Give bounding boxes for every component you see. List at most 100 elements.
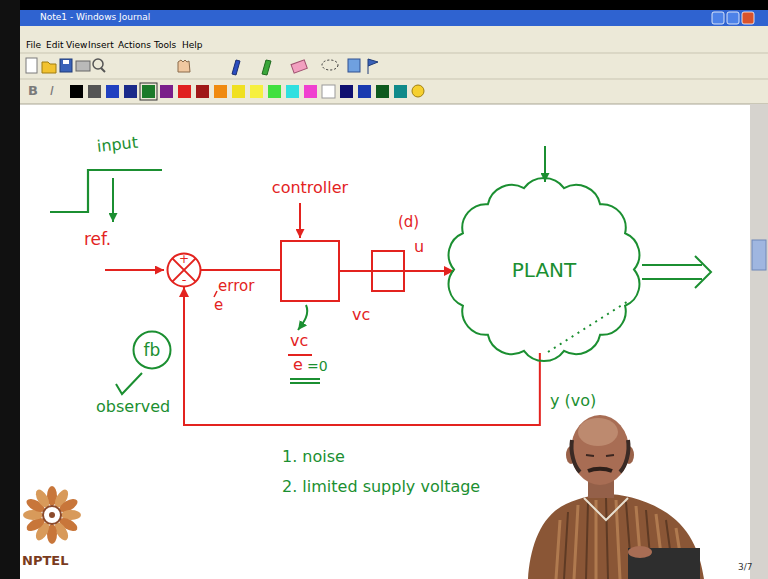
color-palette [412, 85, 424, 97]
lecturer-figure [628, 546, 652, 558]
step-input [50, 170, 162, 212]
controller-pointer [299, 203, 301, 238]
controller-pointer [298, 305, 307, 330]
color-palette [178, 85, 191, 98]
window-chrome [20, 79, 768, 80]
lecturer-figure [584, 498, 628, 520]
note-item: 2. limited supply voltage [282, 478, 480, 496]
controller-pointer [290, 382, 320, 384]
window-chrome [0, 0, 20, 579]
toolbar-icons [26, 58, 37, 73]
lecturer-figure [586, 455, 614, 456]
format-button: I [50, 84, 54, 99]
signal-name: vc [352, 306, 370, 324]
color-palette [106, 85, 119, 98]
window-chrome [752, 240, 766, 270]
controller-box-outline [281, 241, 339, 301]
lecturer-figure [571, 440, 628, 472]
window-chrome [20, 10, 768, 104]
color-palette [70, 83, 424, 100]
equation-value: =0 [307, 358, 328, 374]
logo-text: NPTEL [22, 554, 68, 569]
feedback-circle-outline [134, 332, 171, 369]
window-chrome [750, 104, 768, 579]
color-palette [124, 85, 137, 98]
color-palette [232, 85, 245, 98]
lecturer-figure [571, 415, 629, 485]
toolbar-icons [322, 60, 338, 70]
menu-item: Insert [88, 40, 114, 50]
feedback-circle: fb [132, 330, 172, 370]
signal-connector [340, 270, 454, 272]
controller-pointer [214, 203, 320, 383]
lecturer-figure [588, 469, 612, 471]
controller-box: controller [280, 240, 340, 302]
toolbar-icons [178, 60, 190, 72]
color-palette [268, 85, 281, 98]
toolbar-icons [101, 68, 105, 72]
lecturer-figure [528, 415, 704, 579]
plant-signals [642, 264, 702, 266]
menu-item: Help [182, 40, 203, 50]
plant-signals [695, 256, 711, 288]
toolbar-icons [348, 59, 360, 72]
toolbar-icons [76, 61, 90, 71]
nptel-logo [23, 486, 81, 544]
summing-junction-outline [168, 254, 201, 287]
signal-name: (d) [398, 214, 419, 231]
signal-label: input [96, 134, 139, 157]
color-palette [322, 85, 335, 98]
window-chrome [712, 12, 724, 24]
window-chrome [20, 53, 768, 54]
toolbar-icons [262, 60, 271, 75]
step-input [112, 178, 114, 222]
step-input [105, 269, 164, 271]
summing-junction: +- [166, 252, 202, 288]
menu-item: View [66, 40, 87, 50]
plant-signals [548, 300, 630, 352]
lecturer-figure [528, 494, 704, 579]
plant-signals [116, 146, 711, 394]
toolbar-icons [60, 59, 72, 72]
signal-name: y (vo) [550, 392, 596, 410]
toolbar-icons [291, 60, 307, 73]
toolbar-icons [63, 60, 69, 64]
block-heading: controller [272, 180, 348, 196]
step-input [50, 170, 164, 270]
window-chrome [0, 0, 768, 10]
color-palette [394, 85, 407, 98]
window-title: Note1 - Windows Journal [40, 12, 150, 22]
color-palette [70, 85, 83, 98]
color-palette [160, 85, 173, 98]
color-palette [142, 85, 155, 98]
color-palette [250, 85, 263, 98]
plant-signals [642, 278, 702, 280]
signal-label: error [218, 278, 254, 295]
plant-name: PLANT [512, 260, 577, 280]
lecturer-figure [578, 418, 618, 446]
controller-box-outline [280, 240, 340, 302]
plant-signals [544, 146, 546, 182]
plant-cloud-outline [449, 178, 640, 361]
window-chrome [727, 12, 739, 24]
sign-plus: + [179, 253, 189, 265]
plant-signals [116, 373, 142, 394]
menu-item: File [26, 40, 41, 50]
signal-name: u [414, 238, 424, 256]
color-palette [140, 83, 157, 100]
signal-connector [201, 269, 280, 271]
menu-item: Edit [46, 40, 63, 50]
color-palette [376, 85, 389, 98]
note-item: 1. noise [282, 448, 345, 466]
feedback-name: fb [144, 342, 161, 359]
color-palette [304, 85, 317, 98]
annotation: observed [96, 398, 170, 416]
menu-item: Actions [118, 40, 151, 50]
signal-connector [184, 287, 540, 425]
fraction-denominator: e [293, 356, 303, 374]
format-button: B [28, 84, 38, 99]
color-palette [358, 85, 371, 98]
sign-minus: - [182, 273, 187, 286]
